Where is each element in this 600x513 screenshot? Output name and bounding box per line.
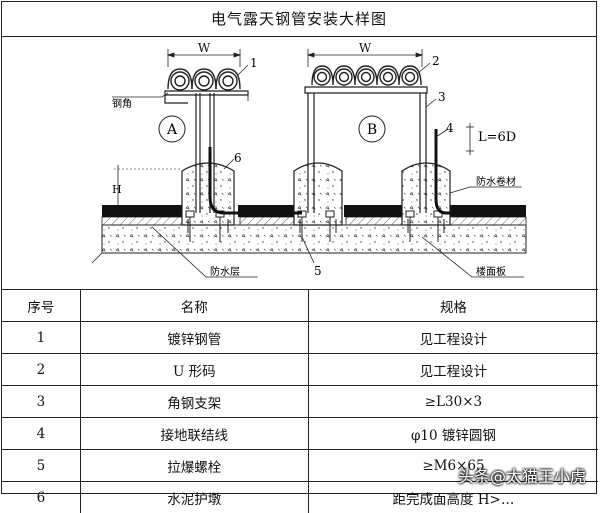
cell-spec: 见工程设计 (308, 322, 598, 354)
table-header-row: 序号 名称 规格 (2, 290, 598, 322)
steel-pipes-b (312, 66, 421, 85)
cell-name: 水泥护墩 (80, 482, 308, 513)
label-floor-slab: 楼面板 (476, 265, 506, 278)
label-angle: 钢角 (112, 97, 132, 110)
drawing-sheet: 电气露天钢管安装大样图 (1, 1, 597, 494)
callout-6: 6 (234, 151, 242, 165)
table-row: 1 镀锌钢管 见工程设计 (2, 322, 598, 354)
section-marker-a: A (159, 116, 185, 142)
label-waterproof-layer: 防水层 (210, 265, 240, 278)
steel-pipes-a (168, 69, 240, 90)
cell-spec: 见工程设计 (308, 354, 598, 386)
watermark: 头条@太猫王小虎 (458, 463, 586, 487)
cell-index: 2 (2, 354, 80, 386)
table-row: 2 U 形码 见工程设计 (2, 354, 598, 386)
cell-index: 4 (2, 418, 80, 450)
cement-pier-b (294, 163, 342, 233)
floor-slab (92, 225, 526, 263)
callout-4: 4 (446, 121, 454, 135)
col-header-spec: 规格 (308, 290, 598, 322)
cell-index: 1 (2, 322, 80, 354)
drawing-title: 电气露天钢管安装大样图 (2, 2, 596, 37)
label-waterproof-membrane: 防水卷材 (476, 175, 516, 188)
table-row: 3 角钢支架 ≥L30×3 (2, 386, 598, 418)
cell-name: 拉爆螺栓 (80, 450, 308, 482)
col-header-index: 序号 (2, 290, 80, 322)
svg-text:H: H (112, 183, 122, 196)
cell-name: 接地联结线 (80, 418, 308, 450)
dim-w-label-b: W (359, 41, 372, 55)
cell-spec: ≥L30×3 (308, 386, 598, 418)
callout-5: 5 (314, 264, 322, 278)
svg-text:A: A (166, 122, 178, 138)
svg-text:L=6D: L=6D (478, 130, 516, 145)
callout-2: 2 (432, 54, 440, 68)
col-header-name: 名称 (80, 290, 308, 322)
cell-name: U 形码 (80, 354, 308, 386)
cell-spec: φ10 镀锌圆钢 (308, 418, 598, 450)
callout-1: 1 (250, 56, 258, 70)
dimension-w-b: W (308, 41, 422, 67)
label-h-dimension: H (112, 165, 182, 205)
cell-index: 6 (2, 482, 80, 513)
cell-name: 角钢支架 (80, 386, 308, 418)
cell-index: 5 (2, 450, 80, 482)
cell-index: 3 (2, 386, 80, 418)
detail-drawing: W W A B (2, 37, 598, 289)
cell-name: 镀锌钢管 (80, 322, 308, 354)
dimension-w-a: W (168, 41, 240, 67)
table-row: 4 接地联结线 φ10 镀锌圆钢 (2, 418, 598, 450)
label-l-dimension: L=6D (466, 123, 516, 155)
callout-3: 3 (438, 90, 446, 104)
svg-text:B: B (367, 122, 377, 138)
dim-w-label-a: W (198, 41, 211, 55)
section-marker-b: B (359, 116, 385, 142)
